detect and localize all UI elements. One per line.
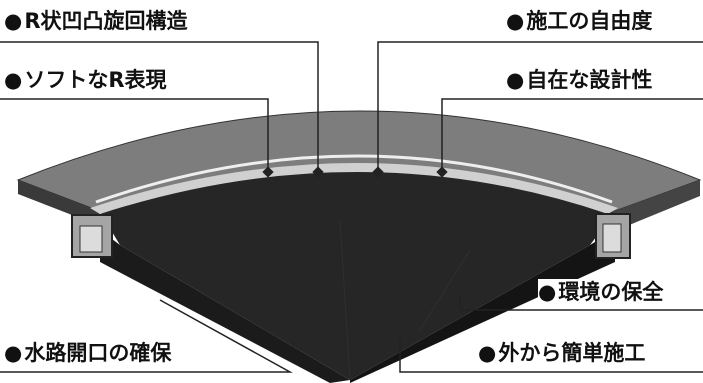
label-text: 環境の保全	[558, 280, 664, 304]
label-text: 施工の自由度	[526, 9, 653, 33]
leader-line	[399, 338, 703, 373]
label-text: ソフトなR表現	[24, 68, 167, 92]
label-text: 外から簡単施工	[498, 341, 646, 365]
label-construction-freedom: ●施工の自由度	[506, 8, 657, 34]
bullet: ●	[478, 341, 497, 365]
marker	[262, 166, 274, 178]
groove-line	[95, 154, 613, 204]
callout-markers	[262, 166, 448, 178]
bullet: ●	[4, 68, 23, 92]
leader-line	[459, 296, 703, 311]
label-flexible-design: ●自在な設計性	[506, 67, 657, 93]
slab-seam	[339, 219, 351, 381]
leader-line	[0, 299, 293, 373]
label-text: 水路開口の確保	[24, 341, 172, 365]
marker	[312, 166, 324, 178]
bullet: ●	[4, 341, 23, 365]
bullet: ●	[538, 280, 557, 304]
leader-line	[0, 41, 319, 172]
left-connector-inner	[79, 225, 103, 253]
label-text: 自在な設計性	[526, 68, 653, 92]
leader-line	[0, 98, 269, 172]
marker	[436, 166, 448, 178]
marker	[372, 166, 384, 178]
lid-front-edge	[612, 180, 700, 228]
slab-side-right	[350, 230, 615, 383]
groove-band	[90, 163, 618, 214]
bullet: ●	[506, 9, 525, 33]
lid-front-edge	[18, 180, 102, 222]
bullet: ●	[4, 9, 23, 33]
slab-seam	[419, 249, 471, 331]
label-soft-r-expression: ●ソフトなR表現	[4, 67, 171, 93]
label-easy-outside-install: ●外から簡単施工	[478, 340, 650, 366]
leader-line	[377, 41, 703, 172]
label-channel-opening: ●水路開口の確保	[4, 340, 176, 366]
leader-line	[441, 98, 703, 172]
right-connector-inner	[602, 223, 622, 253]
slab-side-left	[100, 230, 350, 383]
leader-lines	[0, 41, 703, 373]
label-r-rotation-structure: ●R状凹凸旋回構造	[4, 8, 192, 34]
slab-top	[100, 161, 615, 380]
label-environment-conservation: ●環境の保全	[538, 279, 668, 305]
bullet: ●	[506, 68, 525, 92]
label-text: R状凹凸旋回構造	[24, 9, 188, 33]
